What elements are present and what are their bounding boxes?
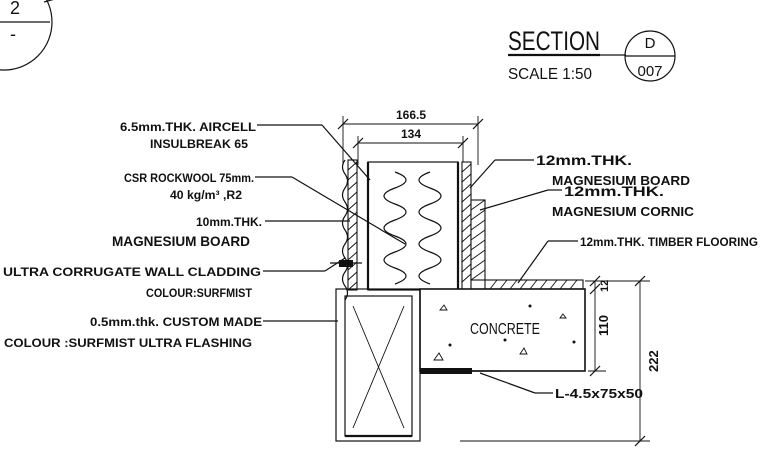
slab-outline — [419, 288, 586, 372]
dim-inner-width: 134 — [401, 127, 421, 141]
corner-section-marker: 2 - — [0, 0, 54, 71]
label-mag-cornice-1: 12mm.THK. — [564, 183, 664, 199]
wall-cladding-profile — [341, 159, 349, 301]
label-mag-board-right-2: MAGNESIUM BOARD — [552, 173, 690, 188]
timber-flooring — [484, 279, 584, 290]
label-cladding-1: ULTRA CORRUGATE WALL CLADDING — [3, 265, 261, 279]
marker-leader — [43, 0, 54, 3]
steel-angle — [420, 368, 472, 374]
label-flashing-1: 0.5mm.thk. CUSTOM MADE — [90, 315, 262, 329]
marker-bottom-text: - — [10, 24, 16, 44]
sheet-number: 007 — [637, 63, 662, 80]
label-rockwool-2: 40 kg/m³ ,R2 — [170, 188, 242, 202]
left-labels: 6.5mm.THK. AIRCELL INSULBREAK 65 CSR ROC… — [3, 120, 262, 350]
label-mag-board-left-2: MAGNESIUM BOARD — [112, 233, 250, 249]
concrete-label: CONCRETE — [470, 321, 540, 338]
top-dimensions: 166.5 134 — [337, 108, 484, 165]
concrete-slab: CONCRETE — [419, 288, 586, 374]
scale-text: SCALE 1:50 — [508, 66, 592, 83]
leader-lines — [255, 124, 578, 394]
dim-slab-depth: 110 — [596, 315, 611, 336]
dim-small-top: 12 — [599, 280, 611, 292]
label-mag-board-left-1: 10mm.THK. — [196, 215, 262, 229]
stud-cavity — [367, 161, 459, 291]
marker-circle — [0, 0, 53, 71]
label-mag-cornice-2: MAGNESIUM CORNIC — [552, 204, 695, 219]
detail-id: D — [645, 35, 656, 52]
label-aircell-2: INSULBREAK 65 — [150, 137, 248, 151]
flashing-outer — [335, 288, 421, 442]
rockwool-insulation — [383, 171, 407, 285]
label-steel-angle: L-4.5x75x50 — [555, 386, 643, 401]
wall-assembly — [330, 159, 486, 301]
left-magnesium-board — [347, 159, 358, 291]
right-labels: 12mm.THK. MAGNESIUM BOARD 12mm.THK. MAGN… — [536, 152, 758, 401]
label-mag-board-right-1: 12mm.THK. — [536, 152, 632, 168]
right-dimensions: 12 110 222 — [460, 275, 661, 447]
label-aircell-1: 6.5mm.THK. AIRCELL — [120, 120, 256, 134]
label-flashing-2: COLOUR :SURFMIST ULTRA FLASHING — [4, 336, 252, 350]
label-timber-floor: 12mm.THK. TIMBER FLOORING — [580, 235, 758, 249]
flashing-box — [335, 288, 421, 442]
title-block: SECTION SCALE 1:50 D 007 — [508, 26, 676, 83]
label-rockwool-1: CSR ROCKWOOL 75mm. — [124, 171, 254, 185]
dim-overall-depth: 222 — [646, 350, 661, 372]
marker-top-text: 2 — [10, 0, 20, 18]
label-cladding-2: COLOUR:SURFMIST — [146, 286, 253, 300]
dim-overall-width: 166.5 — [396, 108, 426, 122]
section-title: SECTION — [508, 26, 600, 56]
